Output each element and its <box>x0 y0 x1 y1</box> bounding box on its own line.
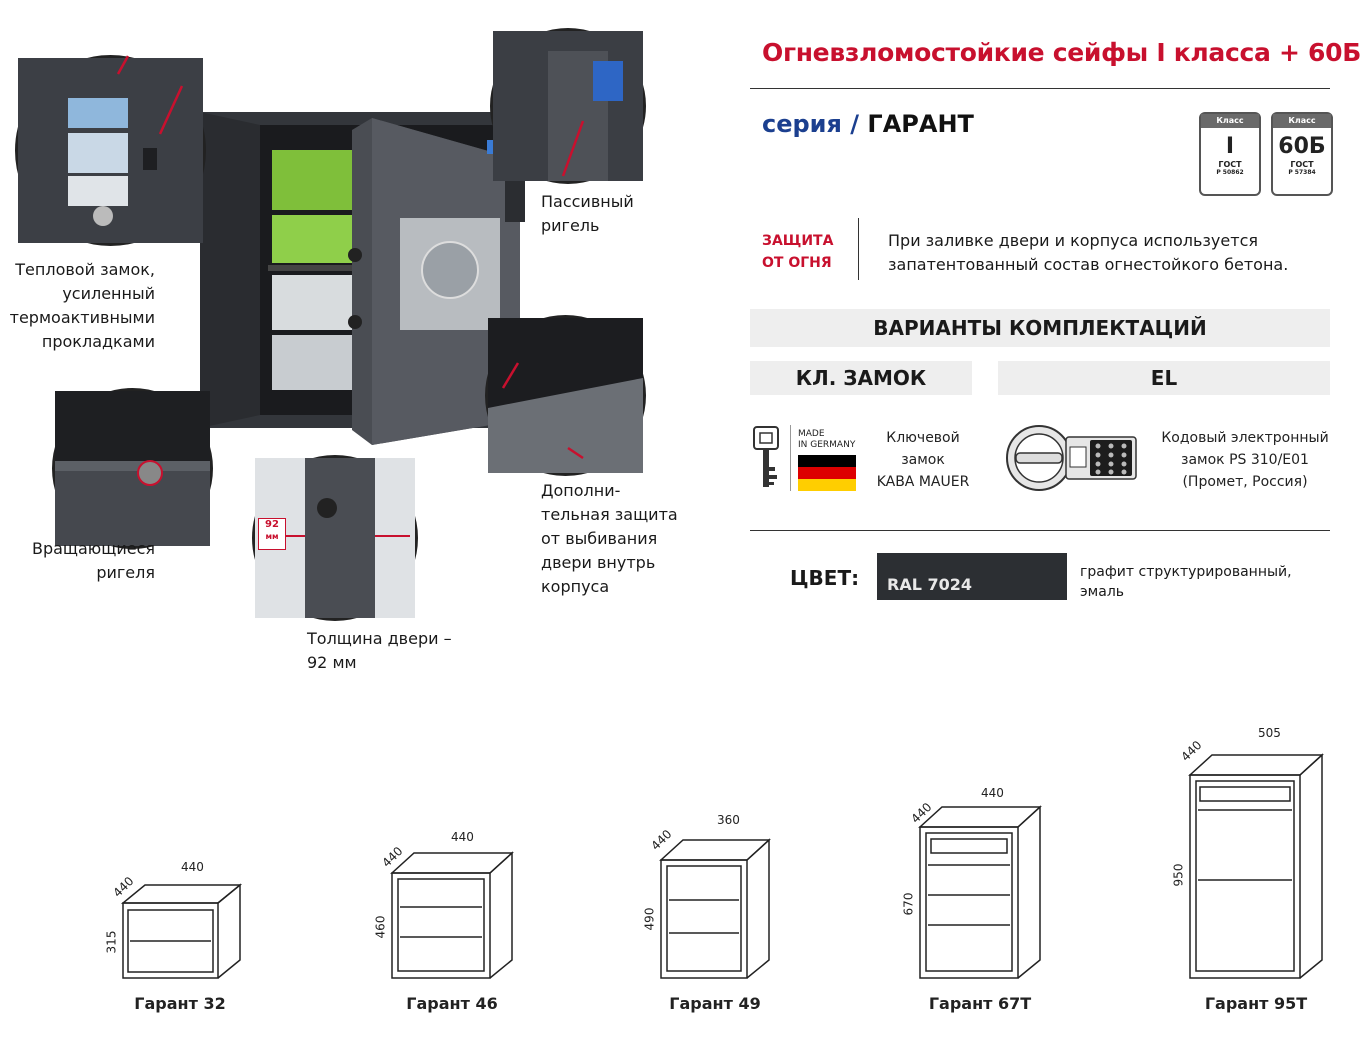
model-46-name: Гарант 46 <box>406 994 498 1013</box>
fire-divider <box>858 218 859 280</box>
model-32-width: 440 <box>181 860 204 874</box>
model-49-height: 490 <box>642 907 657 931</box>
variants-divider <box>750 530 1330 531</box>
model-95t-height: 950 <box>1171 863 1186 887</box>
key-lock-description: Ключевой замок KABA MAUER <box>876 430 970 490</box>
thickness-tag-value: 92 <box>265 519 279 530</box>
arrow-icon <box>116 55 184 135</box>
series-name: ГАРАНТ <box>867 110 974 138</box>
key-icon <box>753 426 779 487</box>
class-badge-60b: Класс 60Б ГОСТ Р 57384 <box>1271 112 1333 196</box>
model-67t-name: Гарант 67Т <box>928 994 1032 1013</box>
product-illustration <box>0 0 720 700</box>
made-in-germany-label: MADE IN GERMANY <box>798 429 856 450</box>
passive-bolt-detail-circle <box>490 28 646 184</box>
germany-flag-icon <box>798 455 856 491</box>
fire-protection-text: При заливке двери и корпуса используется… <box>888 231 1289 274</box>
electronic-lock-description: Кодовый электронный замок PS 310/E01 (Пр… <box>1161 430 1329 490</box>
fire-protection-label: ЗАЩИТА ОТ ОГНЯ <box>762 233 834 271</box>
page-title: Огневзломостойкие сейфы I класса + 60Б <box>762 38 1361 67</box>
color-swatch: RAL 7024 <box>877 553 1067 600</box>
thermal-lock-detail-circle <box>15 55 206 246</box>
thickness-tag: 92 мм <box>258 518 286 550</box>
extra-protection-detail-circle <box>485 315 646 476</box>
electronic-lock-icon <box>1006 425 1137 491</box>
model-32-height: 315 <box>104 930 119 954</box>
extra-protection-caption: Дополни- тельная защита от выбивания две… <box>541 481 678 596</box>
model-drawings <box>120 753 1324 979</box>
model-95t-name: Гарант 95Т <box>1204 994 1308 1013</box>
class-badge-i: Класс I ГОСТ Р 50862 <box>1199 112 1261 196</box>
option-key-lock-header: КЛ. ЗАМОК <box>750 361 972 395</box>
model-32-name: Гарант 32 <box>134 994 226 1013</box>
rotating-bolts-detail-circle <box>52 388 213 549</box>
color-label: ЦВЕТ: <box>790 566 860 590</box>
model-49-width: 360 <box>717 813 740 827</box>
model-46-height: 460 <box>373 915 388 939</box>
series-slash: / <box>850 110 860 138</box>
rotating-bolts-caption: Вращающиеся ригеля <box>31 539 155 582</box>
safe-image <box>200 112 525 445</box>
option-el-header: EL <box>998 361 1330 395</box>
thickness-tag-unit: мм <box>265 532 279 541</box>
model-95t-width: 505 <box>1258 726 1281 740</box>
variants-heading: ВАРИАНТЫ КОМПЛЕКТАЦИЙ <box>750 309 1330 347</box>
model-67t-width: 440 <box>981 786 1004 800</box>
model-49-name: Гарант 49 <box>669 994 761 1013</box>
model-46-width: 440 <box>451 830 474 844</box>
series-heading: серия / ГАРАНТ <box>762 110 974 138</box>
color-description: графит структурированный, эмаль <box>1080 564 1292 600</box>
door-thickness-detail-circle <box>252 455 418 621</box>
series-prefix: серия <box>762 110 842 138</box>
title-divider <box>750 88 1330 89</box>
model-67t-height: 670 <box>901 892 916 916</box>
color-swatch-label: RAL 7024 <box>887 575 972 594</box>
thermal-lock-caption: Тепловой замок, усиленный термоактивными… <box>9 260 155 351</box>
origin-divider <box>790 425 791 491</box>
passive-bolt-caption: Пассивный ригель <box>541 192 634 235</box>
door-thickness-caption: Толщина двери – 92 мм <box>307 629 452 672</box>
